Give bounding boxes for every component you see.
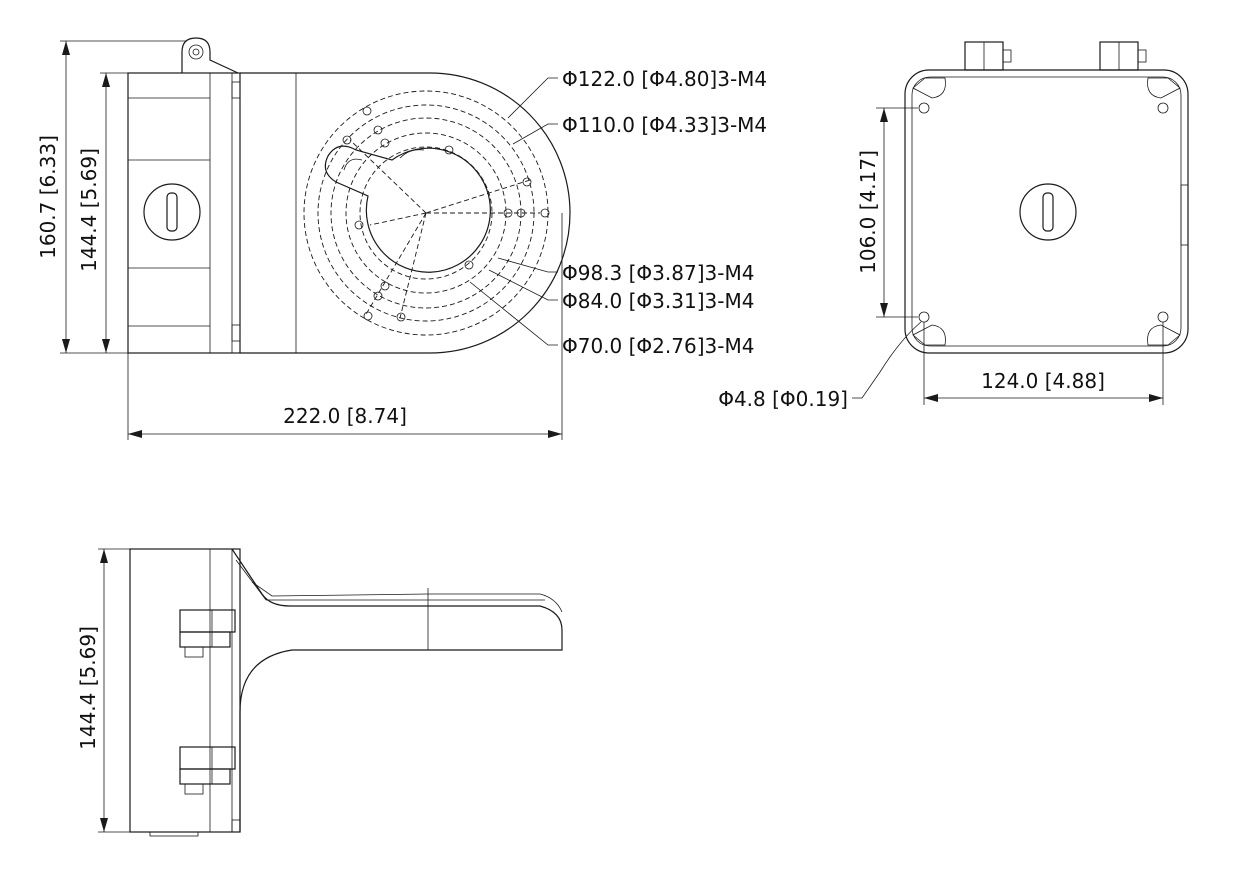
dim-hole-spacing-vertical: 106.0 [4.17] [856, 150, 880, 274]
top-view-box [127, 72, 241, 354]
lock-knob [143, 183, 201, 241]
callout-122: Φ122.0 [Φ4.80]3-M4 [562, 67, 767, 91]
callout-110: Φ110.0 [Φ4.33]3-M4 [562, 113, 767, 137]
callout-84: Φ84.0 [Φ3.31]3-M4 [562, 289, 754, 313]
callout-98: Φ98.3 [Φ3.87]3-M4 [562, 261, 754, 285]
top-view-arm [240, 72, 571, 354]
side-view-arm [231, 548, 563, 832]
top-view: 160.7 [6.33] 144.4 [5.69] 222.0 [8.74] Φ… [36, 37, 767, 440]
back-lock-knob [1019, 183, 1077, 241]
side-view: 144.4 [5.69] [76, 548, 563, 837]
callout-48: Φ4.8 [Φ0.19] [718, 387, 848, 411]
callout-70: Φ70.0 [Φ2.76]3-M4 [562, 334, 754, 358]
back-view: 106.0 [4.17] 124.0 [4.88] Φ4.8 [Φ0.19] [718, 41, 1189, 411]
back-view-plate [904, 69, 1189, 354]
dim-hole-spacing-horizontal: 124.0 [4.88] [981, 369, 1105, 393]
dim-overall-height: 160.7 [6.33] [36, 135, 60, 259]
dim-overall-length: 222.0 [8.74] [283, 404, 407, 428]
bolt-holes [342, 106, 550, 322]
dim-body-height: 144.4 [5.69] [77, 148, 101, 272]
dim-side-height: 144.4 [5.69] [76, 626, 100, 750]
